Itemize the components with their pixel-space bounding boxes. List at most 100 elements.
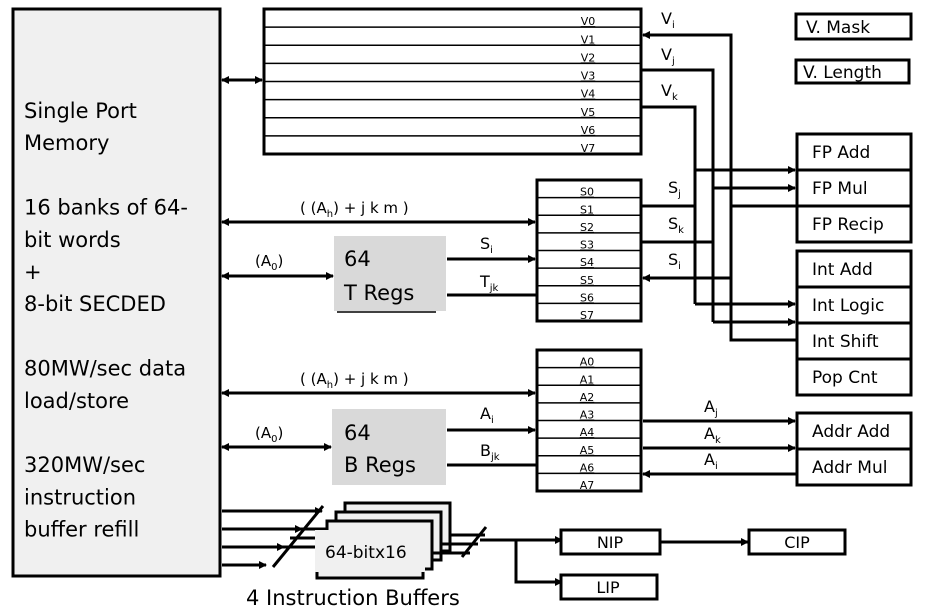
memory-text-line: buffer refill bbox=[24, 518, 139, 542]
register-s6: S6 bbox=[580, 291, 594, 304]
register-a1: A1 bbox=[580, 373, 595, 386]
cip-label: CIP bbox=[784, 533, 810, 552]
sj-label: Sj bbox=[668, 178, 681, 200]
register-v7: V7 bbox=[581, 142, 596, 155]
from-int-shift bbox=[729, 306, 797, 342]
register-a3: A3 bbox=[580, 409, 595, 422]
register-v1: V1 bbox=[581, 33, 596, 46]
cip-box bbox=[747, 528, 847, 556]
b-a0-label: (A0) bbox=[255, 424, 283, 445]
ib-buffer-1 bbox=[315, 530, 425, 578]
vector-length-box bbox=[794, 58, 911, 85]
addr-mul-unit: Addr Mul bbox=[812, 458, 887, 478]
memory-text-line: instruction bbox=[24, 485, 136, 509]
vj-bus bbox=[641, 68, 715, 322]
b-bjk-label: Bjk bbox=[480, 441, 500, 463]
memory-text-line: 320MW/sec bbox=[24, 453, 145, 477]
ib-output-slash bbox=[460, 526, 488, 558]
sk-label: Sk bbox=[668, 214, 684, 236]
to-lip bbox=[514, 540, 563, 586]
int-add-unit: Int Add bbox=[812, 260, 873, 280]
register-s4: S4 bbox=[580, 256, 594, 269]
fp-units: FP Add FP Mul FP Recip bbox=[795, 132, 913, 244]
b-regs-count: 64 bbox=[344, 421, 371, 445]
vi-label: Vi bbox=[661, 9, 675, 31]
memory-text-line: 80MW/sec data bbox=[24, 357, 186, 381]
vi-bus bbox=[642, 31, 733, 306]
addr-add-unit: Addr Add bbox=[812, 422, 890, 442]
int-shift-unit: Int Shift bbox=[812, 332, 879, 352]
scalar-bus-label: ( (Ah) + j k m ) bbox=[300, 199, 409, 220]
ib-buffer-1-bracket bbox=[315, 572, 425, 580]
memory-text-line: + bbox=[24, 260, 42, 284]
fp-group-box bbox=[795, 132, 913, 244]
lip-label: LIP bbox=[596, 578, 620, 597]
nip-label: NIP bbox=[597, 533, 624, 552]
register-v6: V6 bbox=[581, 124, 596, 137]
t-si-label: Si bbox=[480, 234, 493, 256]
vector-mask-label: V. Mask bbox=[806, 18, 870, 38]
register-v5: V5 bbox=[581, 106, 596, 119]
pop-cnt-unit: Pop Cnt bbox=[812, 368, 878, 388]
t-registers: 64 T Regs bbox=[334, 236, 446, 313]
fp-add-unit: FP Add bbox=[812, 143, 870, 163]
register-a2: A2 bbox=[580, 391, 595, 404]
b-regs-box bbox=[332, 409, 446, 485]
fp-recip-unit: FP Recip bbox=[812, 215, 884, 235]
memory-text-line: 8-bit SECDED bbox=[24, 292, 166, 316]
memory-text-line: 16 banks of 64- bbox=[24, 196, 188, 220]
register-v0: V0 bbox=[581, 15, 596, 28]
vk-bus bbox=[641, 105, 697, 304]
aj-label: Aj bbox=[704, 397, 718, 419]
vk-label: Vk bbox=[661, 81, 678, 103]
memory-text-line: load/store bbox=[24, 389, 129, 413]
ai-label: Ai bbox=[704, 450, 718, 472]
t-a0-label: (A0) bbox=[255, 252, 283, 273]
memory-box bbox=[11, 7, 222, 578]
memory-text-line: bit words bbox=[24, 228, 121, 252]
register-s5: S5 bbox=[580, 274, 594, 287]
b-ai-label: Ai bbox=[480, 404, 494, 426]
register-s3: S3 bbox=[580, 239, 594, 252]
memory-text-line: Memory bbox=[24, 131, 109, 155]
int-logic-unit: Int Logic bbox=[812, 296, 884, 316]
register-v4: V4 bbox=[581, 88, 596, 101]
register-s7: S7 bbox=[580, 309, 594, 322]
register-v3: V3 bbox=[581, 70, 596, 83]
t-regs-name: T Regs bbox=[343, 281, 414, 305]
b-registers: 64 B Regs bbox=[332, 409, 446, 485]
register-a4: A4 bbox=[580, 426, 595, 439]
instruction-buffers: 64-bitx16 4 Instruction Buffers bbox=[222, 501, 563, 610]
register-a6: A6 bbox=[580, 461, 595, 474]
register-s0: S0 bbox=[580, 186, 594, 199]
b-regs-name: B Regs bbox=[344, 453, 416, 477]
ib-caption: 4 Instruction Buffers bbox=[246, 586, 460, 610]
vj-label: Vj bbox=[661, 45, 675, 67]
ib-label: 64-bitx16 bbox=[325, 543, 407, 563]
fp-mul-unit: FP Mul bbox=[812, 179, 868, 199]
address-bus-label: ( (Ah) + j k m ) bbox=[300, 370, 409, 391]
vector-length-label: V. Length bbox=[803, 63, 882, 83]
t-regs-count: 64 bbox=[344, 247, 371, 271]
register-a0: A0 bbox=[580, 356, 595, 369]
ak-label: Ak bbox=[704, 424, 721, 446]
register-a5: A5 bbox=[580, 444, 595, 457]
vector-mask-box bbox=[794, 12, 913, 41]
register-a7: A7 bbox=[580, 479, 595, 492]
si-label: Si bbox=[668, 250, 681, 272]
t-tjk-label: Tjk bbox=[479, 272, 499, 294]
register-v2: V2 bbox=[581, 51, 596, 64]
t-regs-box bbox=[334, 236, 446, 311]
register-s1: S1 bbox=[580, 203, 594, 216]
memory-text-line: Single Port bbox=[24, 99, 137, 123]
lip-box bbox=[559, 573, 659, 601]
register-s2: S2 bbox=[580, 221, 594, 234]
